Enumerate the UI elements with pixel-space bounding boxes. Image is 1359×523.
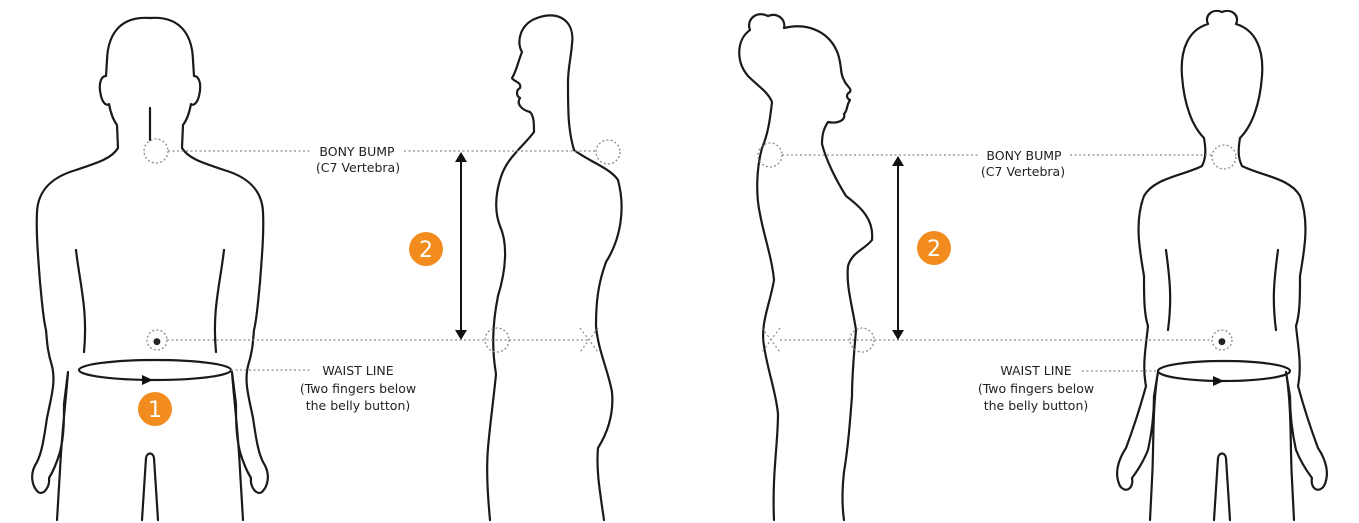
female-back-figure bbox=[1117, 11, 1327, 520]
c7-marker-male-back bbox=[144, 139, 168, 163]
female-waist-measure-loop bbox=[1158, 361, 1290, 381]
c7-marker-female-side bbox=[758, 143, 782, 167]
fingers-label-female: (Two fingers below bbox=[978, 381, 1094, 396]
female-arrow-up-head bbox=[892, 156, 904, 166]
c7-marker-male-side bbox=[596, 140, 620, 164]
svg-text:1: 1 bbox=[148, 398, 162, 423]
waist-line-label-male: WAIST LINE bbox=[322, 363, 393, 378]
waist-line-label-female: WAIST LINE bbox=[1000, 363, 1071, 378]
belly-label-female: the belly button) bbox=[984, 398, 1089, 413]
belly-button-dot-female: ● bbox=[1218, 337, 1226, 347]
male-waist-measure-loop bbox=[79, 360, 231, 380]
female-arrow-down-head bbox=[892, 330, 904, 340]
belly-button-dot: ● bbox=[153, 337, 161, 347]
svg-text:2: 2 bbox=[419, 238, 433, 263]
male-arrow-down-head bbox=[455, 330, 467, 340]
c7-label-female: (C7 Vertebra) bbox=[981, 164, 1065, 179]
male-waist-arrow-head bbox=[142, 375, 153, 385]
step-2-badge-female: 2 bbox=[917, 231, 951, 265]
c7-marker-female-back bbox=[1212, 145, 1236, 169]
male-back-figure bbox=[32, 18, 268, 520]
step-2-badge-male: 2 bbox=[409, 232, 443, 266]
male-side-figure bbox=[487, 16, 621, 520]
fingers-label-male: (Two fingers below bbox=[300, 381, 416, 396]
belly-label-male: the belly button) bbox=[306, 398, 411, 413]
male-arrow-up-head bbox=[455, 152, 467, 162]
bony-bump-label-female: BONY BUMP bbox=[986, 148, 1062, 163]
c7-label-male: (C7 Vertebra) bbox=[316, 160, 400, 175]
female-side-figure bbox=[739, 14, 872, 520]
step-1-badge-male: 1 bbox=[138, 392, 172, 426]
female-waist-arrow-head bbox=[1213, 376, 1224, 386]
svg-text:2: 2 bbox=[927, 237, 941, 262]
bony-bump-label-male: BONY BUMP bbox=[319, 144, 395, 159]
